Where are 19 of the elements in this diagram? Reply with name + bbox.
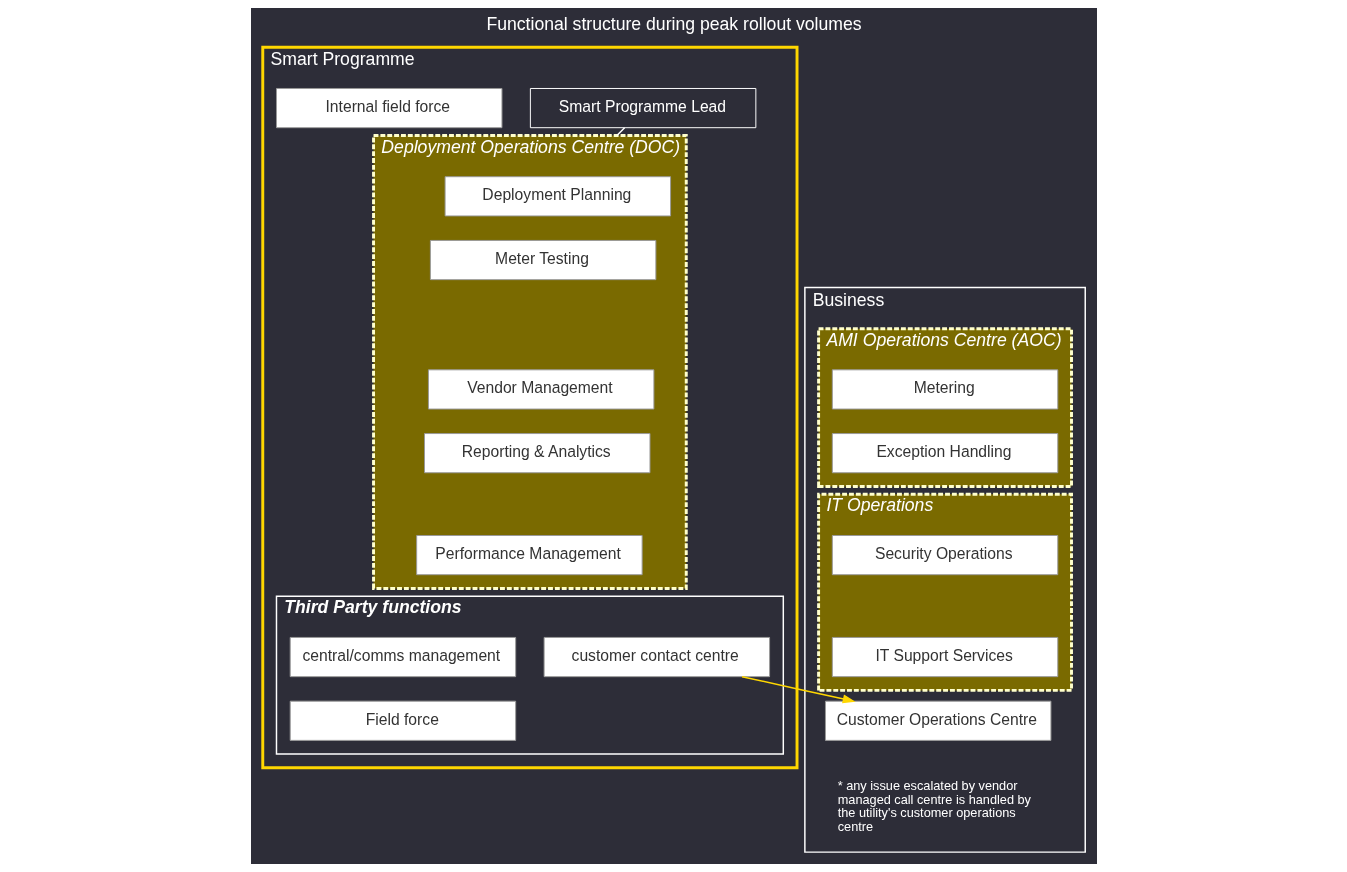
node-box: Meter Testing [429, 239, 656, 281]
node-box: Internal field force [275, 88, 502, 129]
node-box: Vendor Management [427, 369, 654, 410]
node-box: Deployment Planning [444, 176, 671, 217]
node-box: Security Operations [831, 535, 1058, 576]
node-box: Exception Handling [831, 433, 1058, 474]
arrow [740, 676, 855, 704]
node-box: IT Support Services [831, 636, 1058, 678]
node-label: * any issue escalated by vendor managed call centre is handled by the utility's customer operations centre [837, 777, 1031, 834]
node-box: Reporting & Analytics [423, 433, 650, 474]
diagram-title: Functional structure during peak rollout volumes [485, 14, 862, 35]
node-box: Performance Management [415, 535, 643, 576]
connector [615, 127, 625, 137]
node-box: Smart Programme Lead [529, 88, 756, 129]
node-box: Customer Operations Centre [824, 700, 1051, 741]
node-box: Metering [831, 369, 1058, 410]
node-box: Field force [289, 700, 516, 741]
node-box: customer contact centre [543, 636, 770, 678]
node-box: central/comms management [289, 636, 516, 678]
